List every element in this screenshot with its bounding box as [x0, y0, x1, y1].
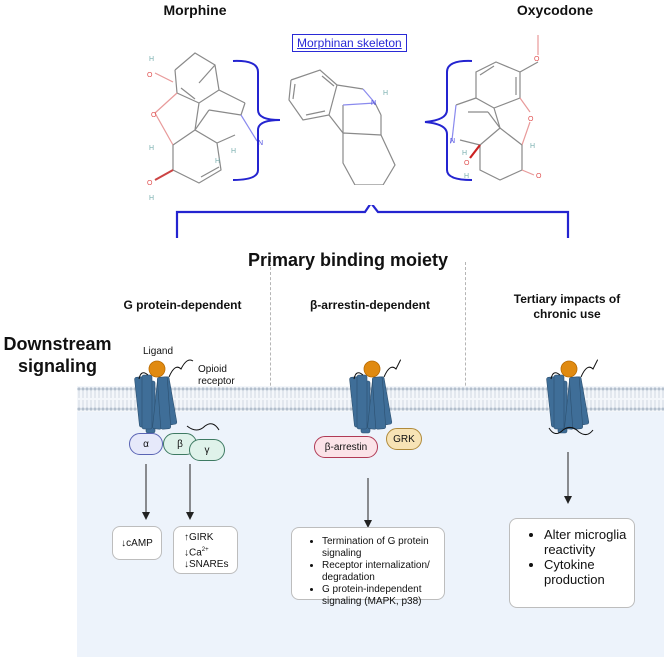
atom-label: H	[464, 173, 469, 180]
chronic-use-arrow	[564, 452, 572, 504]
atom-label: O	[536, 173, 542, 180]
morphinan-skeleton-structure: N H	[288, 69, 396, 185]
morphine-title: Morphine	[163, 2, 227, 18]
oxycodone-structure: O O O H N H O H	[450, 35, 542, 181]
ligand-icon	[363, 360, 381, 378]
camp-outcome-text: ↓cAMP	[121, 537, 153, 549]
atom-label: H	[462, 150, 467, 157]
receptor-tail	[548, 426, 594, 436]
receptor-label-line-2: receptor	[198, 376, 235, 387]
atom-label: H	[530, 143, 535, 150]
column-header-g-protein: G protein-dependent	[123, 298, 242, 312]
receptor-label-line-1: Opioid	[198, 364, 227, 375]
atom-label: H	[149, 195, 154, 202]
primary-binding-bracket	[175, 205, 570, 238]
atom-label: H	[149, 56, 154, 63]
left-curly-bracket	[232, 59, 281, 181]
camp-outcome-box: ↓cAMP	[112, 526, 162, 560]
header-line-1: Tertiary impacts of	[513, 292, 621, 306]
grk-protein: GRK	[386, 428, 422, 450]
outcome-item: Receptor internalization/ degradation	[322, 560, 438, 584]
atom-label: N	[371, 100, 376, 107]
girk-outcome-box: ↑GIRK ↓Ca2+ ↓SNAREs	[173, 526, 238, 574]
receptor-tail	[186, 423, 220, 431]
opioid-receptor-g-protein	[134, 359, 194, 434]
atom-label: O	[151, 112, 157, 119]
atom-label: O	[147, 180, 153, 187]
atom-label: N	[450, 138, 455, 145]
girk-text: ↑GIRK	[184, 532, 214, 543]
right-curly-bracket	[424, 59, 473, 181]
ligand-label: Ligand	[143, 346, 174, 357]
header-line-2: chronic use	[533, 307, 601, 321]
calcium-text: ↓Ca2+	[184, 547, 209, 559]
atom-label: H	[231, 148, 236, 155]
primary-binding-moiety-label: Primary binding moiety	[248, 250, 449, 270]
atom-label: N	[258, 140, 263, 147]
outcome-item: Termination of G protein signaling	[322, 536, 438, 560]
beta-arrestin-outcome-box: Termination of G protein signaling Recep…	[291, 527, 445, 607]
g-gamma-subunit: γ	[189, 439, 225, 461]
atom-label: O	[147, 72, 153, 79]
row-label-line-2: signaling	[17, 356, 97, 376]
column-header-tertiary: Tertiary impacts of chronic use	[470, 292, 664, 322]
beta-arrestin-protein: β-arrestin	[314, 436, 378, 458]
opioid-receptor-beta-arrestin	[349, 359, 401, 434]
morphine-structure: O H O H O H N H H	[147, 52, 263, 202]
ligand-icon	[560, 360, 578, 378]
oxycodone-title: Oxycodone	[516, 2, 594, 18]
atom-label: O	[528, 116, 534, 123]
outcome-item: G protein-independent signaling (MAPK, p…	[322, 584, 438, 608]
opioid-receptor-chronic	[546, 359, 598, 434]
morphinan-skeleton-label: Morphinan skeleton	[292, 34, 407, 52]
atom-label: H	[149, 145, 154, 152]
snares-text: ↓SNAREs	[184, 559, 229, 571]
g-alpha-subunit: α	[129, 433, 163, 455]
column-header-beta-arrestin: β-arrestin-dependent	[309, 298, 430, 312]
atom-label: H	[215, 158, 220, 165]
atom-label: H	[383, 90, 388, 97]
outcome-item: Alter microglia reactivity	[544, 527, 628, 557]
g-protein-arrows	[142, 464, 194, 520]
downstream-signaling-label: Downstream signaling	[0, 333, 115, 377]
atom-label: O	[534, 56, 540, 63]
outcome-item: Cytokine production	[544, 557, 628, 587]
row-label-line-1: Downstream	[3, 334, 112, 354]
beta-arrestin-arrow	[364, 478, 372, 528]
chronic-use-outcome-box: Alter microglia reactivity Cytokine prod…	[509, 518, 635, 608]
ligand-icon	[148, 360, 166, 378]
opioid-receptor-label: Opioid receptor	[198, 364, 235, 388]
atom-label: O	[464, 160, 470, 167]
